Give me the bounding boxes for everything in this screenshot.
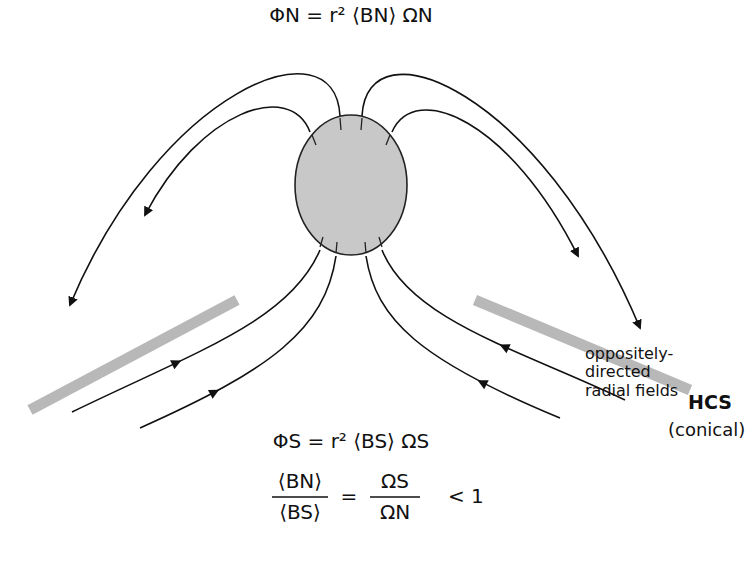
- field-line: [366, 256, 560, 418]
- flux-formula: ΦN = r² ⟨BN⟩ ΩN: [269, 4, 433, 27]
- fraction-bar: [272, 496, 328, 498]
- arrowhead: [499, 344, 510, 353]
- arrowhead: [478, 380, 489, 389]
- fraction-term: ⟨BN⟩: [278, 470, 322, 493]
- arrowhead: [170, 360, 181, 369]
- fraction-bar: [370, 496, 420, 498]
- flux-formula: ΦS = r² ⟨BS⟩ ΩS: [273, 430, 430, 453]
- arrowhead: [208, 390, 219, 399]
- field-line: [140, 256, 336, 428]
- current-sheet-band: [30, 300, 237, 410]
- inequality: < 1: [448, 485, 484, 508]
- sun-disk: [295, 115, 407, 255]
- surface-ticks: [312, 118, 390, 253]
- sheet-name: HCS: [688, 392, 732, 414]
- field-note: oppositely- directed radial fields: [585, 345, 697, 400]
- fraction-term: ΩN: [380, 501, 410, 524]
- sheet-shape: (conical): [668, 420, 745, 441]
- field-line: [145, 107, 310, 215]
- equals-sign: =: [341, 485, 358, 508]
- field-line: [72, 250, 320, 412]
- fraction-term: ΩS: [381, 470, 409, 493]
- fraction-term: ⟨BS⟩: [279, 501, 321, 524]
- field-line: [392, 110, 578, 256]
